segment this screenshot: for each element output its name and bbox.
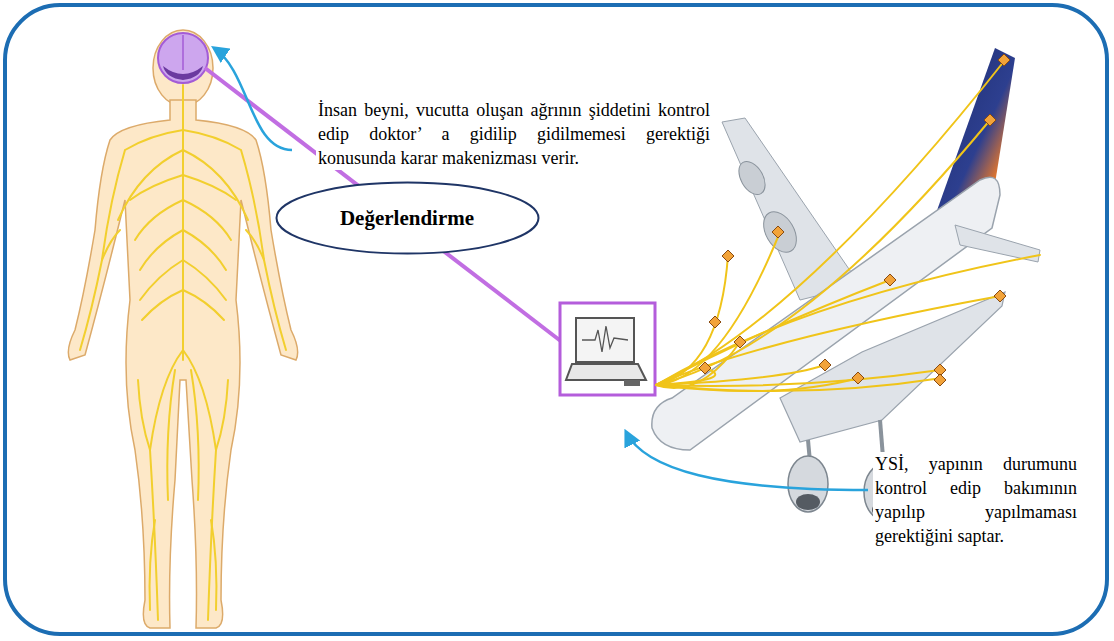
sensor-points-part bbox=[984, 114, 996, 126]
sensor-points bbox=[699, 54, 1010, 386]
callout-arrow bbox=[214, 48, 292, 150]
nerves-part bbox=[142, 290, 183, 320]
airplane-part bbox=[757, 206, 803, 258]
callout-text: İnsan beyni, vucutta oluşan ağrının şidd… bbox=[316, 98, 712, 170]
laptop-icon-part bbox=[560, 303, 655, 395]
nerves-part bbox=[183, 130, 286, 350]
nerves-part bbox=[150, 520, 155, 610]
nerves-part bbox=[130, 175, 183, 200]
callout-arrow bbox=[626, 432, 868, 490]
nerves-part bbox=[183, 290, 224, 320]
nerves-part bbox=[182, 85, 184, 360]
sensor-points-part bbox=[772, 226, 784, 238]
nerves-part bbox=[167, 370, 175, 500]
airplane-part bbox=[788, 456, 828, 512]
callout-text: YSİ, yapının durumunu kontrol edip bakım… bbox=[873, 452, 1079, 548]
sensor-wiring bbox=[656, 60, 1040, 391]
nerves-part bbox=[118, 150, 183, 220]
nerves-part bbox=[150, 350, 183, 620]
brain-part bbox=[182, 35, 184, 70]
sensor-points-part bbox=[852, 372, 864, 384]
sensor-points-part bbox=[722, 250, 734, 262]
sensor-points-part bbox=[998, 54, 1010, 66]
sensor-wiring-part bbox=[656, 280, 890, 385]
nerves-part bbox=[138, 380, 150, 450]
brain-part bbox=[158, 33, 208, 83]
sensor-points-part bbox=[709, 316, 721, 328]
sensor-wiring-part bbox=[656, 255, 1040, 385]
nerves-part bbox=[183, 175, 236, 200]
nerves-part bbox=[211, 520, 216, 610]
nerves-part bbox=[246, 230, 264, 260]
brain bbox=[158, 33, 208, 83]
sensor-points-part bbox=[819, 359, 831, 371]
sensor-points-part bbox=[934, 374, 946, 386]
nerves-part bbox=[191, 370, 199, 500]
laptop-icon-part bbox=[624, 380, 640, 386]
sensor-points-part bbox=[884, 274, 896, 286]
nerves-part bbox=[183, 150, 248, 220]
airplane-part bbox=[796, 494, 820, 510]
sensor-points-part bbox=[994, 290, 1006, 302]
airplane-part bbox=[733, 157, 770, 199]
laptop-icon bbox=[560, 303, 655, 395]
node-title: Değerlendirme bbox=[340, 206, 474, 231]
sensor-points-part bbox=[734, 336, 746, 348]
ellipse-shape bbox=[276, 183, 538, 254]
laptop-icon-part bbox=[566, 364, 646, 380]
nerves-part bbox=[216, 380, 228, 450]
nerves-part bbox=[183, 350, 216, 620]
sensor-points-part bbox=[699, 362, 711, 374]
laptop-icon-part bbox=[582, 326, 628, 352]
outer-frame bbox=[5, 5, 1107, 634]
nerves-part bbox=[80, 130, 183, 350]
sensor-wiring-part bbox=[656, 365, 825, 385]
airplane-part bbox=[722, 118, 860, 300]
ellipse-node: Değerlendirme bbox=[275, 181, 540, 255]
nerves-part bbox=[102, 230, 120, 260]
laptop-icon-part bbox=[576, 318, 634, 362]
nerves bbox=[80, 85, 286, 620]
human-body bbox=[68, 30, 297, 628]
